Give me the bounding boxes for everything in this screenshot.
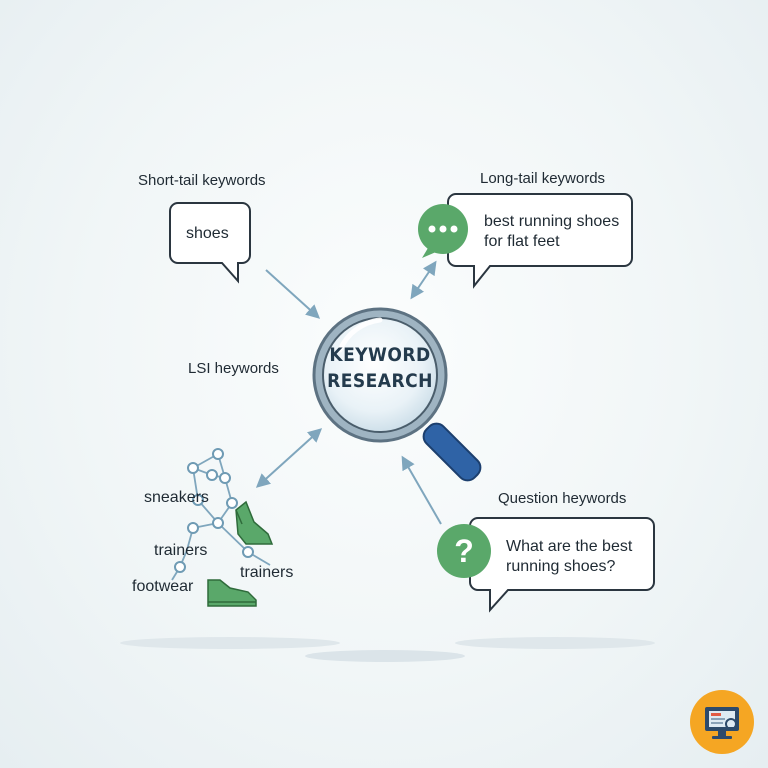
short-tail-example: shoes [186, 225, 229, 242]
question-label: Question heywords [498, 490, 627, 507]
floor-shadow [455, 637, 655, 649]
magnifier-icon [312, 307, 482, 482]
question-example: What are the best running shoes? [506, 537, 632, 577]
lsi-word-trainers: trainers [154, 542, 208, 559]
lsi-label: LSI heywords [188, 360, 279, 377]
chat-dots-icon [418, 204, 468, 258]
sneaker-icon [207, 579, 257, 607]
question-example-line2: running shoes? [506, 558, 616, 575]
center-title: KEYWORD RESEARCH [324, 342, 436, 394]
short-tail-label: Short-tail keywords [138, 172, 266, 189]
center-title-line1: KEYWORD [329, 344, 431, 366]
question-icon [437, 524, 491, 578]
long-tail-label: Long-tail keywords [480, 170, 606, 187]
center-title-line2: RESEARCH [327, 370, 433, 392]
question-example-line1: What are the best [506, 538, 633, 555]
long-tail-example-line2: for flat feet [484, 233, 560, 250]
arrow-short-tail [265, 269, 321, 319]
lsi-word-footwear: footwear [132, 578, 194, 595]
arrow-lsi [255, 428, 323, 488]
floor-shadow [120, 637, 340, 649]
network-nodes [174, 448, 254, 573]
long-tail-example: best running shoes for flat feet [484, 212, 619, 252]
lsi-word-sneakers: sneakers [144, 489, 209, 506]
lsi-word-trainers-2: trainers [240, 564, 294, 581]
long-tail-bubble [447, 193, 633, 289]
question-icon-symbol: ? [454, 533, 474, 569]
monitor-logo-icon [705, 707, 739, 739]
network-graph-icon [171, 453, 271, 581]
short-tail-bubble [169, 202, 251, 284]
arrow-long-tail [410, 260, 437, 300]
floor-shadow [305, 650, 465, 662]
sneaker-icon [235, 500, 274, 545]
arrow-question [401, 455, 442, 525]
long-tail-example-line1: best running shoes [484, 213, 620, 230]
